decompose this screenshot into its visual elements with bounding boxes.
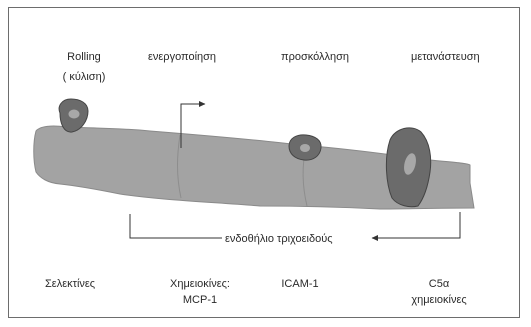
chemokines-label-line1: Χημειοκίνες:	[160, 277, 240, 291]
adhering-leukocyte-nucleus	[300, 144, 310, 152]
endothelium-connector-left	[130, 214, 222, 238]
c5a-label-line2: χημειοκίνες	[404, 293, 474, 307]
chemokines-label-line2: MCP-1	[160, 293, 240, 307]
endothelium-connector-right	[372, 212, 460, 238]
icam-label: ICAM-1	[270, 277, 330, 291]
selectins-label: Σελεκτίνες	[45, 277, 95, 291]
c5a-label-line1: C5α	[404, 277, 474, 291]
rolling-leukocyte-nucleus	[69, 110, 80, 119]
endothelium-label: ενδοθήλιο τριχοειδούς	[225, 232, 333, 246]
